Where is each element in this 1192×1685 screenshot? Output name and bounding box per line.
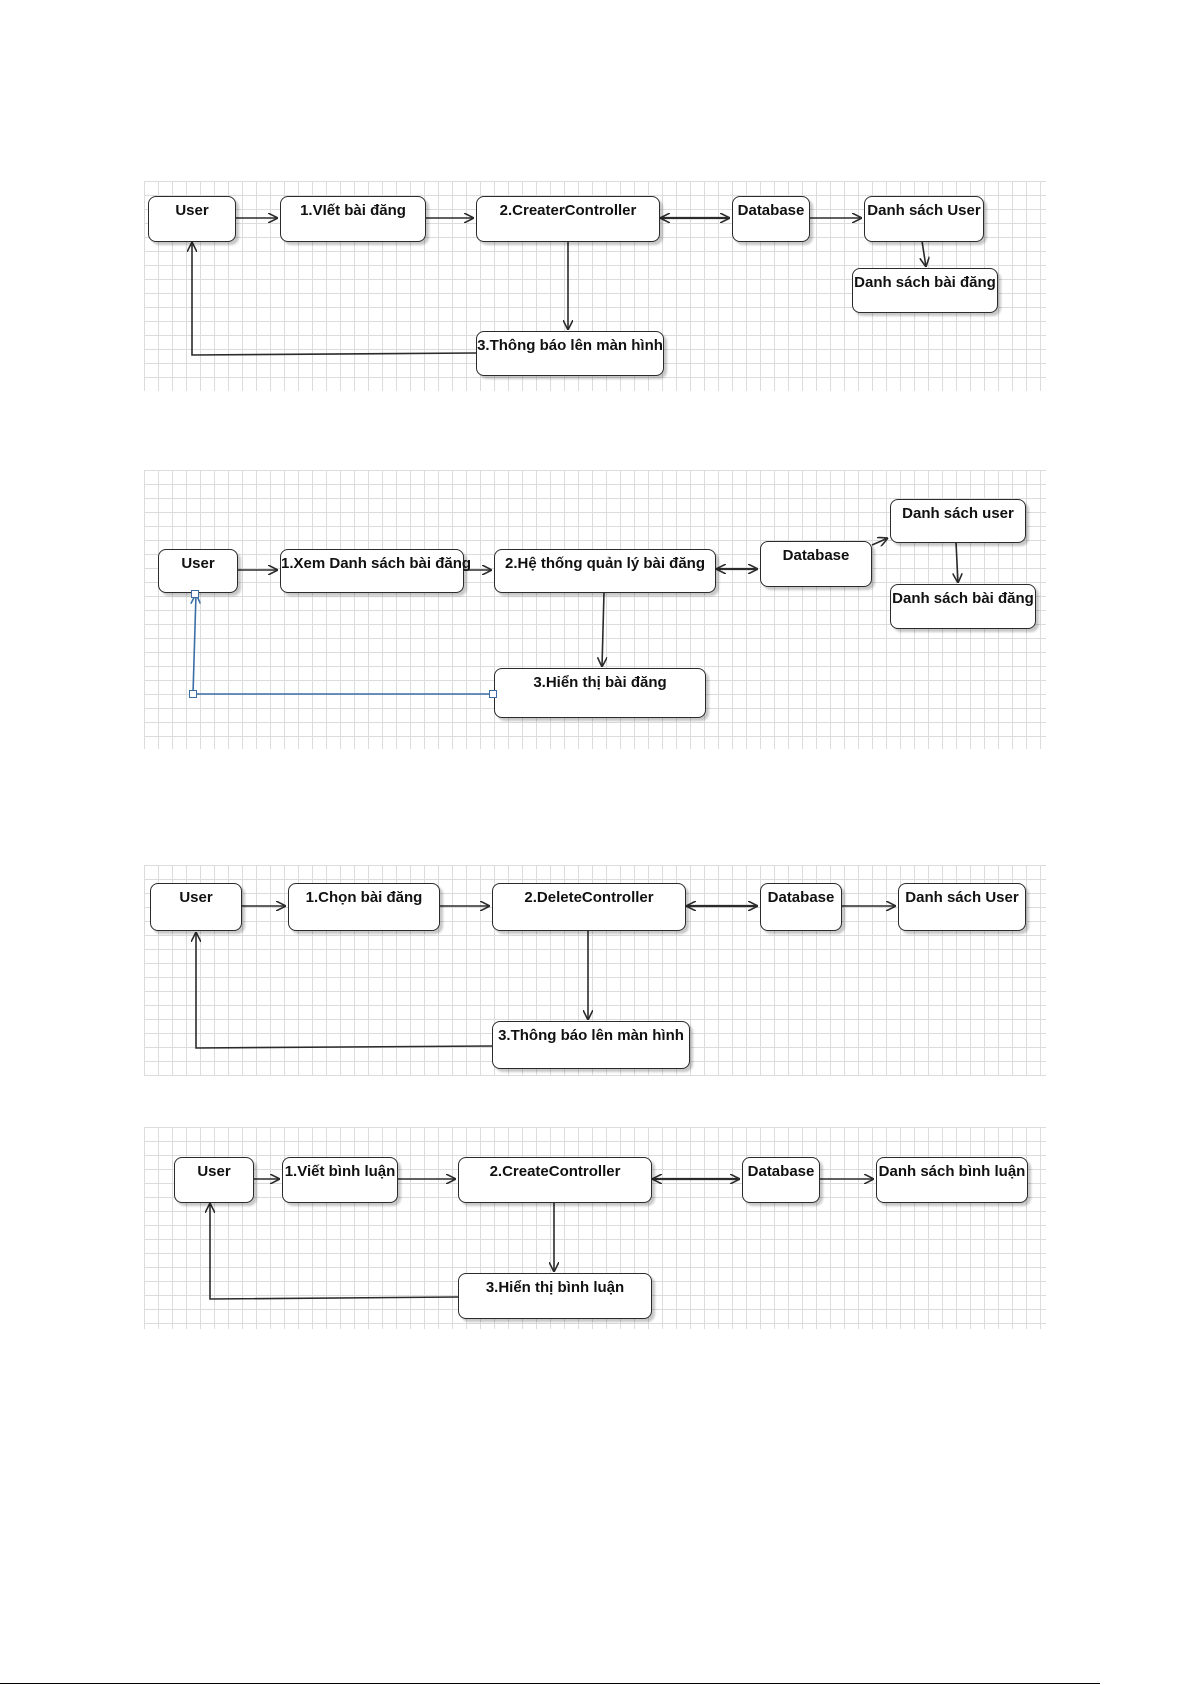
list-a-label: Danh sách User [905,889,1019,906]
database-label: Database [747,1163,815,1180]
list-a-box[interactable]: Danh sách User [864,196,984,242]
arrow-list-a-to-list-b [956,541,958,583]
arrow-list-a-to-list-b [922,240,926,267]
diagram-3-connectors [144,865,896,1049]
arrow-controller-to-step3 [602,591,604,667]
user-box[interactable]: User [148,196,236,242]
step3-box[interactable]: 3.Hiển thị bình luận [458,1273,652,1319]
database-box[interactable]: Database [732,196,810,242]
controller-box[interactable]: 2.CreateController [458,1157,652,1203]
user-box[interactable]: User [174,1157,254,1203]
step1-label: 1.VIết bài đăng [300,202,406,219]
database-box[interactable]: Database [742,1157,820,1203]
database-box[interactable]: Database [760,883,842,931]
controller-label: 2.DeleteController [524,889,654,906]
step1-box[interactable]: 1.Chọn bài đăng [288,883,440,931]
step3-label: 3.Thông báo lên màn hình [477,337,663,354]
diagram-4-connectors [144,1127,874,1300]
step1-label: 1.Viết bình luận [284,1163,396,1180]
diagram-1-connectors [144,181,1046,356]
list-b-label: Danh sách bài đăng [854,274,996,291]
database-label: Database [767,889,835,906]
controller-box[interactable]: 2.CreaterController [476,196,660,242]
diagram-2-view-posts: User 1.Xem Danh sách bài đăng 2.Hệ thống… [144,470,1046,749]
list-a-box[interactable]: Danh sách bình luận [876,1157,1028,1203]
diagram-1-create-post: User 1.VIết bài đăng 2.CreaterController… [144,181,1046,391]
step3-label: 3.Hiển thị bài đăng [533,674,667,691]
list-a-label: Danh sách User [867,202,981,219]
database-box[interactable]: Database [760,541,872,587]
list-b-label: Danh sách bài đăng [892,590,1034,607]
list-b-box[interactable]: Danh sách bài đăng [890,584,1036,629]
arrow-step3-to-user-selected[interactable] [193,594,493,695]
list-a-box[interactable]: Danh sách user [890,499,1026,543]
list-a-label: Danh sách user [902,505,1014,522]
list-a-box[interactable]: Danh sách User [898,883,1026,931]
controller-box[interactable]: 2.Hệ thống quản lý bài đăng [494,549,716,593]
user-label: User [181,555,215,572]
step3-box[interactable]: 3.Hiển thị bài đăng [494,668,706,718]
user-label: User [175,202,209,219]
connector-handle-start[interactable] [191,590,199,598]
arrow-step3-to-user [210,1203,459,1300]
step3-box[interactable]: 3.Thông báo lên màn hình [476,331,664,376]
connector-handle-corner[interactable] [189,690,197,698]
diagram-4-comment: User 1.Viết bình luận 2.CreateController… [144,1127,1046,1329]
step1-label: 1.Chọn bài đăng [305,889,423,906]
diagram-3-delete-post: User 1.Chọn bài đăng 2.DeleteController … [144,865,1046,1076]
user-label: User [179,889,213,906]
step1-box[interactable]: 1.Viết bình luận [282,1157,398,1203]
database-label: Database [737,202,805,219]
step1-box[interactable]: 1.Xem Danh sách bài đăng [280,549,471,593]
page-bottom-rule [0,1683,1100,1684]
controller-label: 2.Hệ thống quản lý bài đăng [504,555,705,572]
list-b-box[interactable]: Danh sách bài đăng [852,268,998,313]
arrow-step3-to-user [192,242,477,356]
controller-label: 2.CreaterController [499,202,637,219]
user-box[interactable]: User [158,549,238,593]
arrow-database-to-list-a [871,538,888,545]
database-label: Database [782,547,850,564]
step1-label: 1.Xem Danh sách bài đăng [281,555,472,572]
controller-box[interactable]: 2.DeleteController [492,883,686,931]
connector-handle-end[interactable] [489,690,497,698]
user-label: User [197,1163,231,1180]
step3-label: 3.Thông báo lên màn hình [498,1027,684,1044]
step1-box[interactable]: 1.VIết bài đăng [280,196,426,242]
step3-box[interactable]: 3.Thông báo lên màn hình [492,1021,690,1069]
controller-label: 2.CreateController [489,1163,621,1180]
step3-label: 3.Hiển thị bình luận [485,1279,625,1296]
user-box[interactable]: User [150,883,242,931]
arrow-step3-to-user [196,932,493,1049]
list-a-label: Danh sách bình luận [878,1163,1026,1180]
